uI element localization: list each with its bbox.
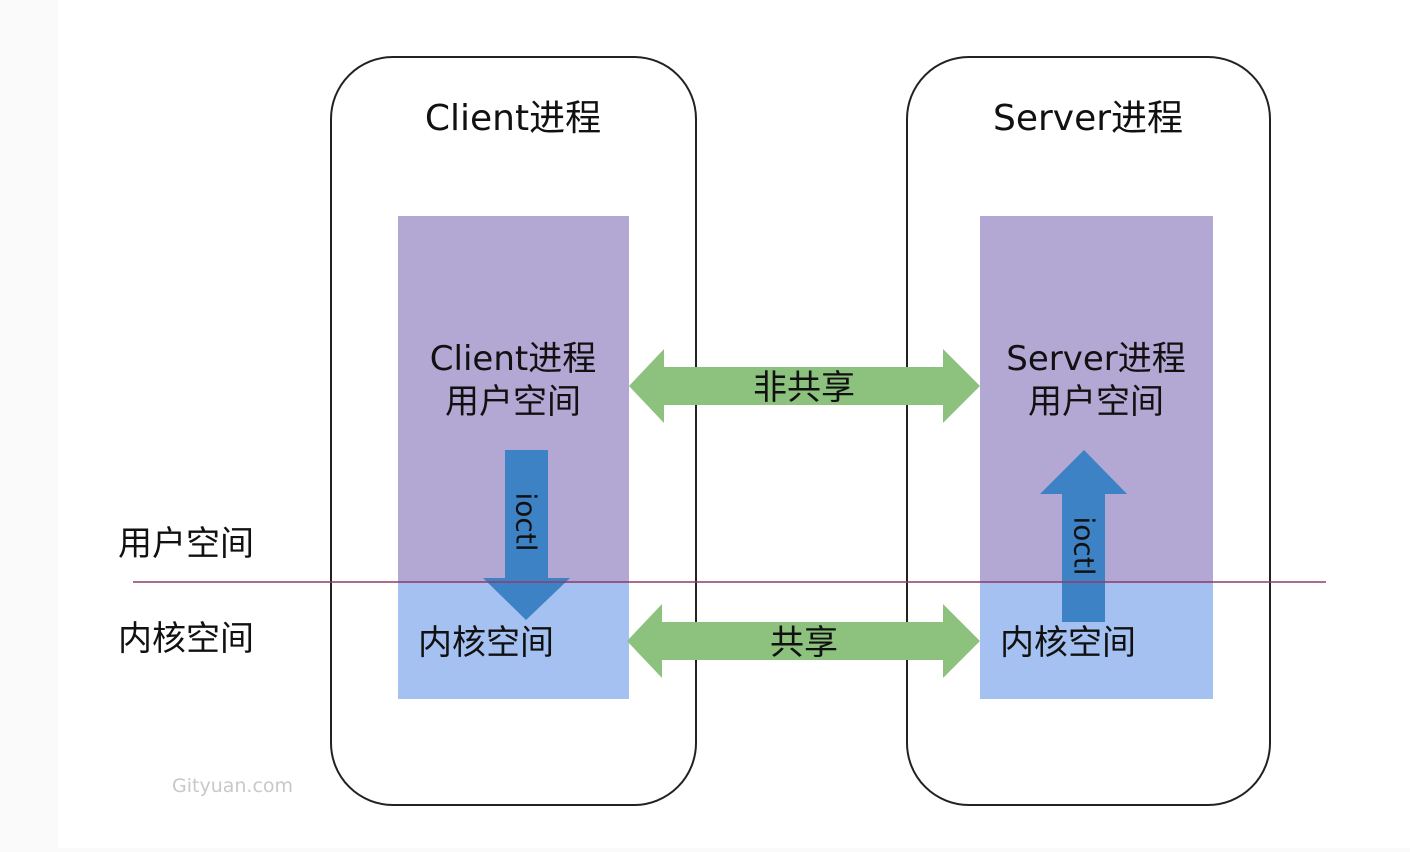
client-process-box [330, 56, 697, 806]
server-user-space-line2: 用户空间 [1028, 382, 1164, 422]
client-user-space-line1: Client进程 [430, 339, 596, 379]
non-shared-label: 非共享 [753, 368, 855, 408]
left-user-space-label: 用户空间 [118, 524, 254, 564]
non-shared-double-arrow [629, 349, 980, 423]
server-process-box [906, 56, 1271, 806]
server-ioctl-label: ioctl [1068, 516, 1101, 575]
server-kernel-space-label: 内核空间 [1000, 623, 1136, 663]
server-ioctl-up-arrow [1040, 450, 1127, 622]
watermark-text: Gityuan.com [172, 775, 293, 797]
client-user-space-line2: 用户空间 [445, 382, 581, 422]
left-kernel-space-label: 内核空间 [118, 619, 254, 659]
shared-double-arrow [627, 604, 980, 678]
shared-label: 共享 [770, 623, 838, 663]
server-user-space-line1: Server进程 [1006, 339, 1186, 379]
client-process-title: Client进程 [425, 98, 601, 139]
client-ioctl-label: ioctl [510, 492, 543, 551]
client-kernel-space-label: 内核空间 [418, 623, 554, 663]
server-process-title: Server进程 [993, 98, 1183, 139]
client-ioctl-down-arrow [483, 450, 570, 620]
